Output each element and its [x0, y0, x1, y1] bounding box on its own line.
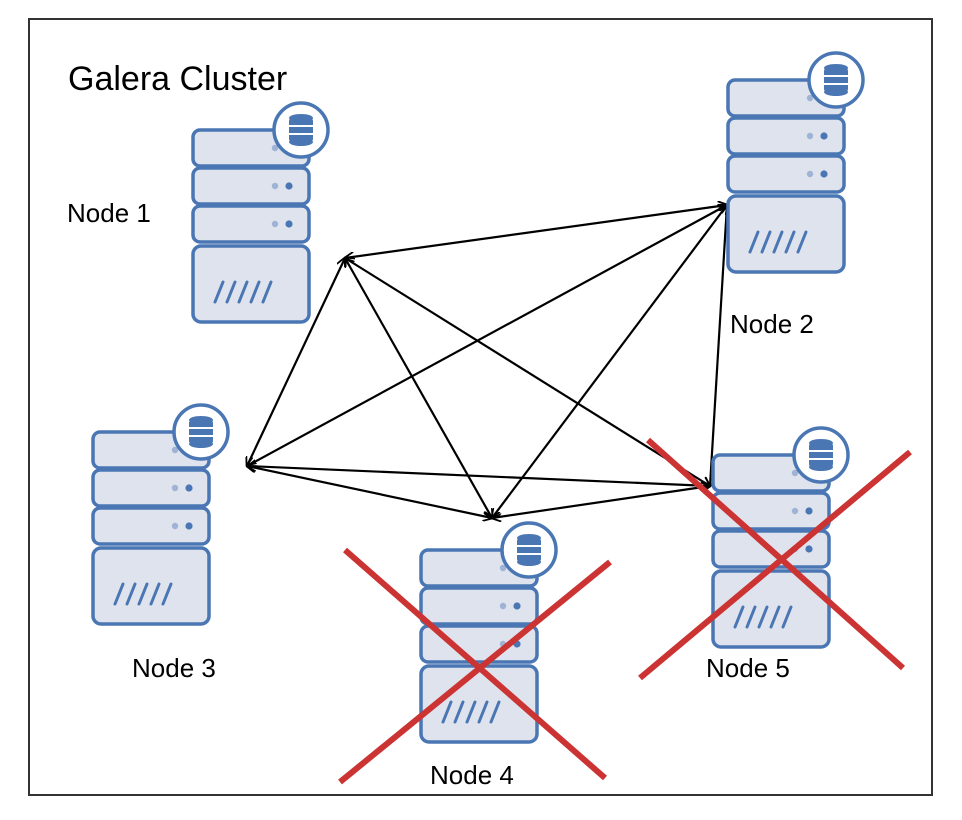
node-label-node5: Node 5: [706, 653, 790, 683]
node-label-node1: Node 1: [67, 198, 151, 228]
database-icon: [807, 51, 865, 109]
failure-cross-icon: [638, 437, 912, 681]
database-icon: [172, 403, 230, 461]
database-icon: [272, 101, 330, 159]
node-label-node3: Node 3: [132, 653, 216, 683]
node-node3: [91, 403, 230, 626]
database-icon: [500, 521, 558, 579]
server-icon: [419, 548, 539, 744]
server-icon: [91, 430, 211, 626]
node-node2: [726, 51, 865, 274]
node-node5: [711, 426, 850, 649]
server-icon: [726, 78, 846, 274]
node-label-node4: Node 4: [430, 760, 514, 790]
diagram-title: Galera Cluster: [68, 60, 287, 98]
server-icon: [191, 128, 311, 324]
node-node4: [419, 521, 558, 744]
node-node1: [191, 101, 330, 324]
replication-links: [247, 205, 727, 518]
failure-cross-icon: [338, 547, 612, 785]
database-icon: [792, 426, 850, 484]
link-node4-node5: [492, 486, 710, 518]
link-node2-node5: [710, 205, 727, 486]
node-label-node2: Node 2: [730, 309, 814, 339]
